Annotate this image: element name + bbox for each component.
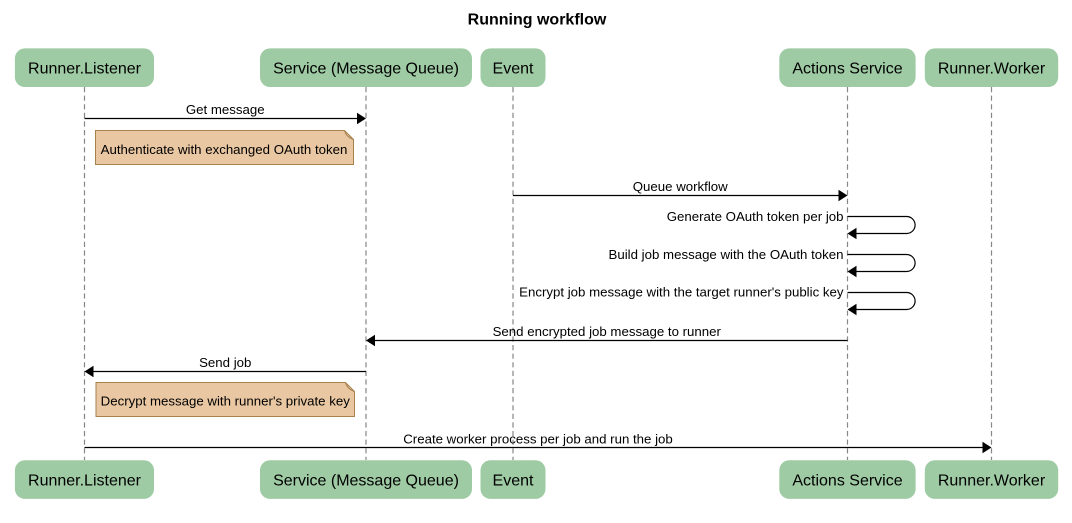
svg-text:Service (Message Queue): Service (Message Queue) — [273, 61, 459, 78]
svg-text:Decrypt message with runner's: Decrypt message with runner's private ke… — [101, 394, 351, 409]
svg-text:Generate OAuth token per job: Generate OAuth token per job — [667, 209, 844, 224]
svg-text:Runner.Worker: Runner.Worker — [938, 61, 1046, 78]
svg-text:Queue workflow: Queue workflow — [633, 179, 728, 194]
svg-text:Create worker process per job: Create worker process per job and run th… — [403, 431, 673, 446]
svg-text:Service (Message Queue): Service (Message Queue) — [273, 472, 459, 489]
svg-text:Runner.Listener: Runner.Listener — [28, 472, 142, 489]
svg-text:Actions Service: Actions Service — [792, 61, 902, 78]
svg-text:Authenticate with exchanged OA: Authenticate with exchanged OAuth token — [101, 142, 348, 157]
svg-text:Running workflow: Running workflow — [468, 12, 607, 29]
svg-text:Runner.Worker: Runner.Worker — [938, 472, 1046, 489]
svg-text:Actions Service: Actions Service — [792, 472, 902, 489]
svg-text:Send encrypted job message to: Send encrypted job message to runner — [493, 324, 722, 339]
svg-text:Event: Event — [493, 472, 534, 489]
svg-text:Send job: Send job — [199, 355, 251, 370]
svg-text:Get message: Get message — [186, 102, 265, 117]
svg-text:Encrypt job message with the t: Encrypt job message with the target runn… — [519, 285, 844, 300]
svg-text:Runner.Listener: Runner.Listener — [28, 61, 142, 78]
svg-text:Build job message with the OAu: Build job message with the OAuth token — [609, 247, 844, 262]
svg-text:Event: Event — [493, 61, 534, 78]
